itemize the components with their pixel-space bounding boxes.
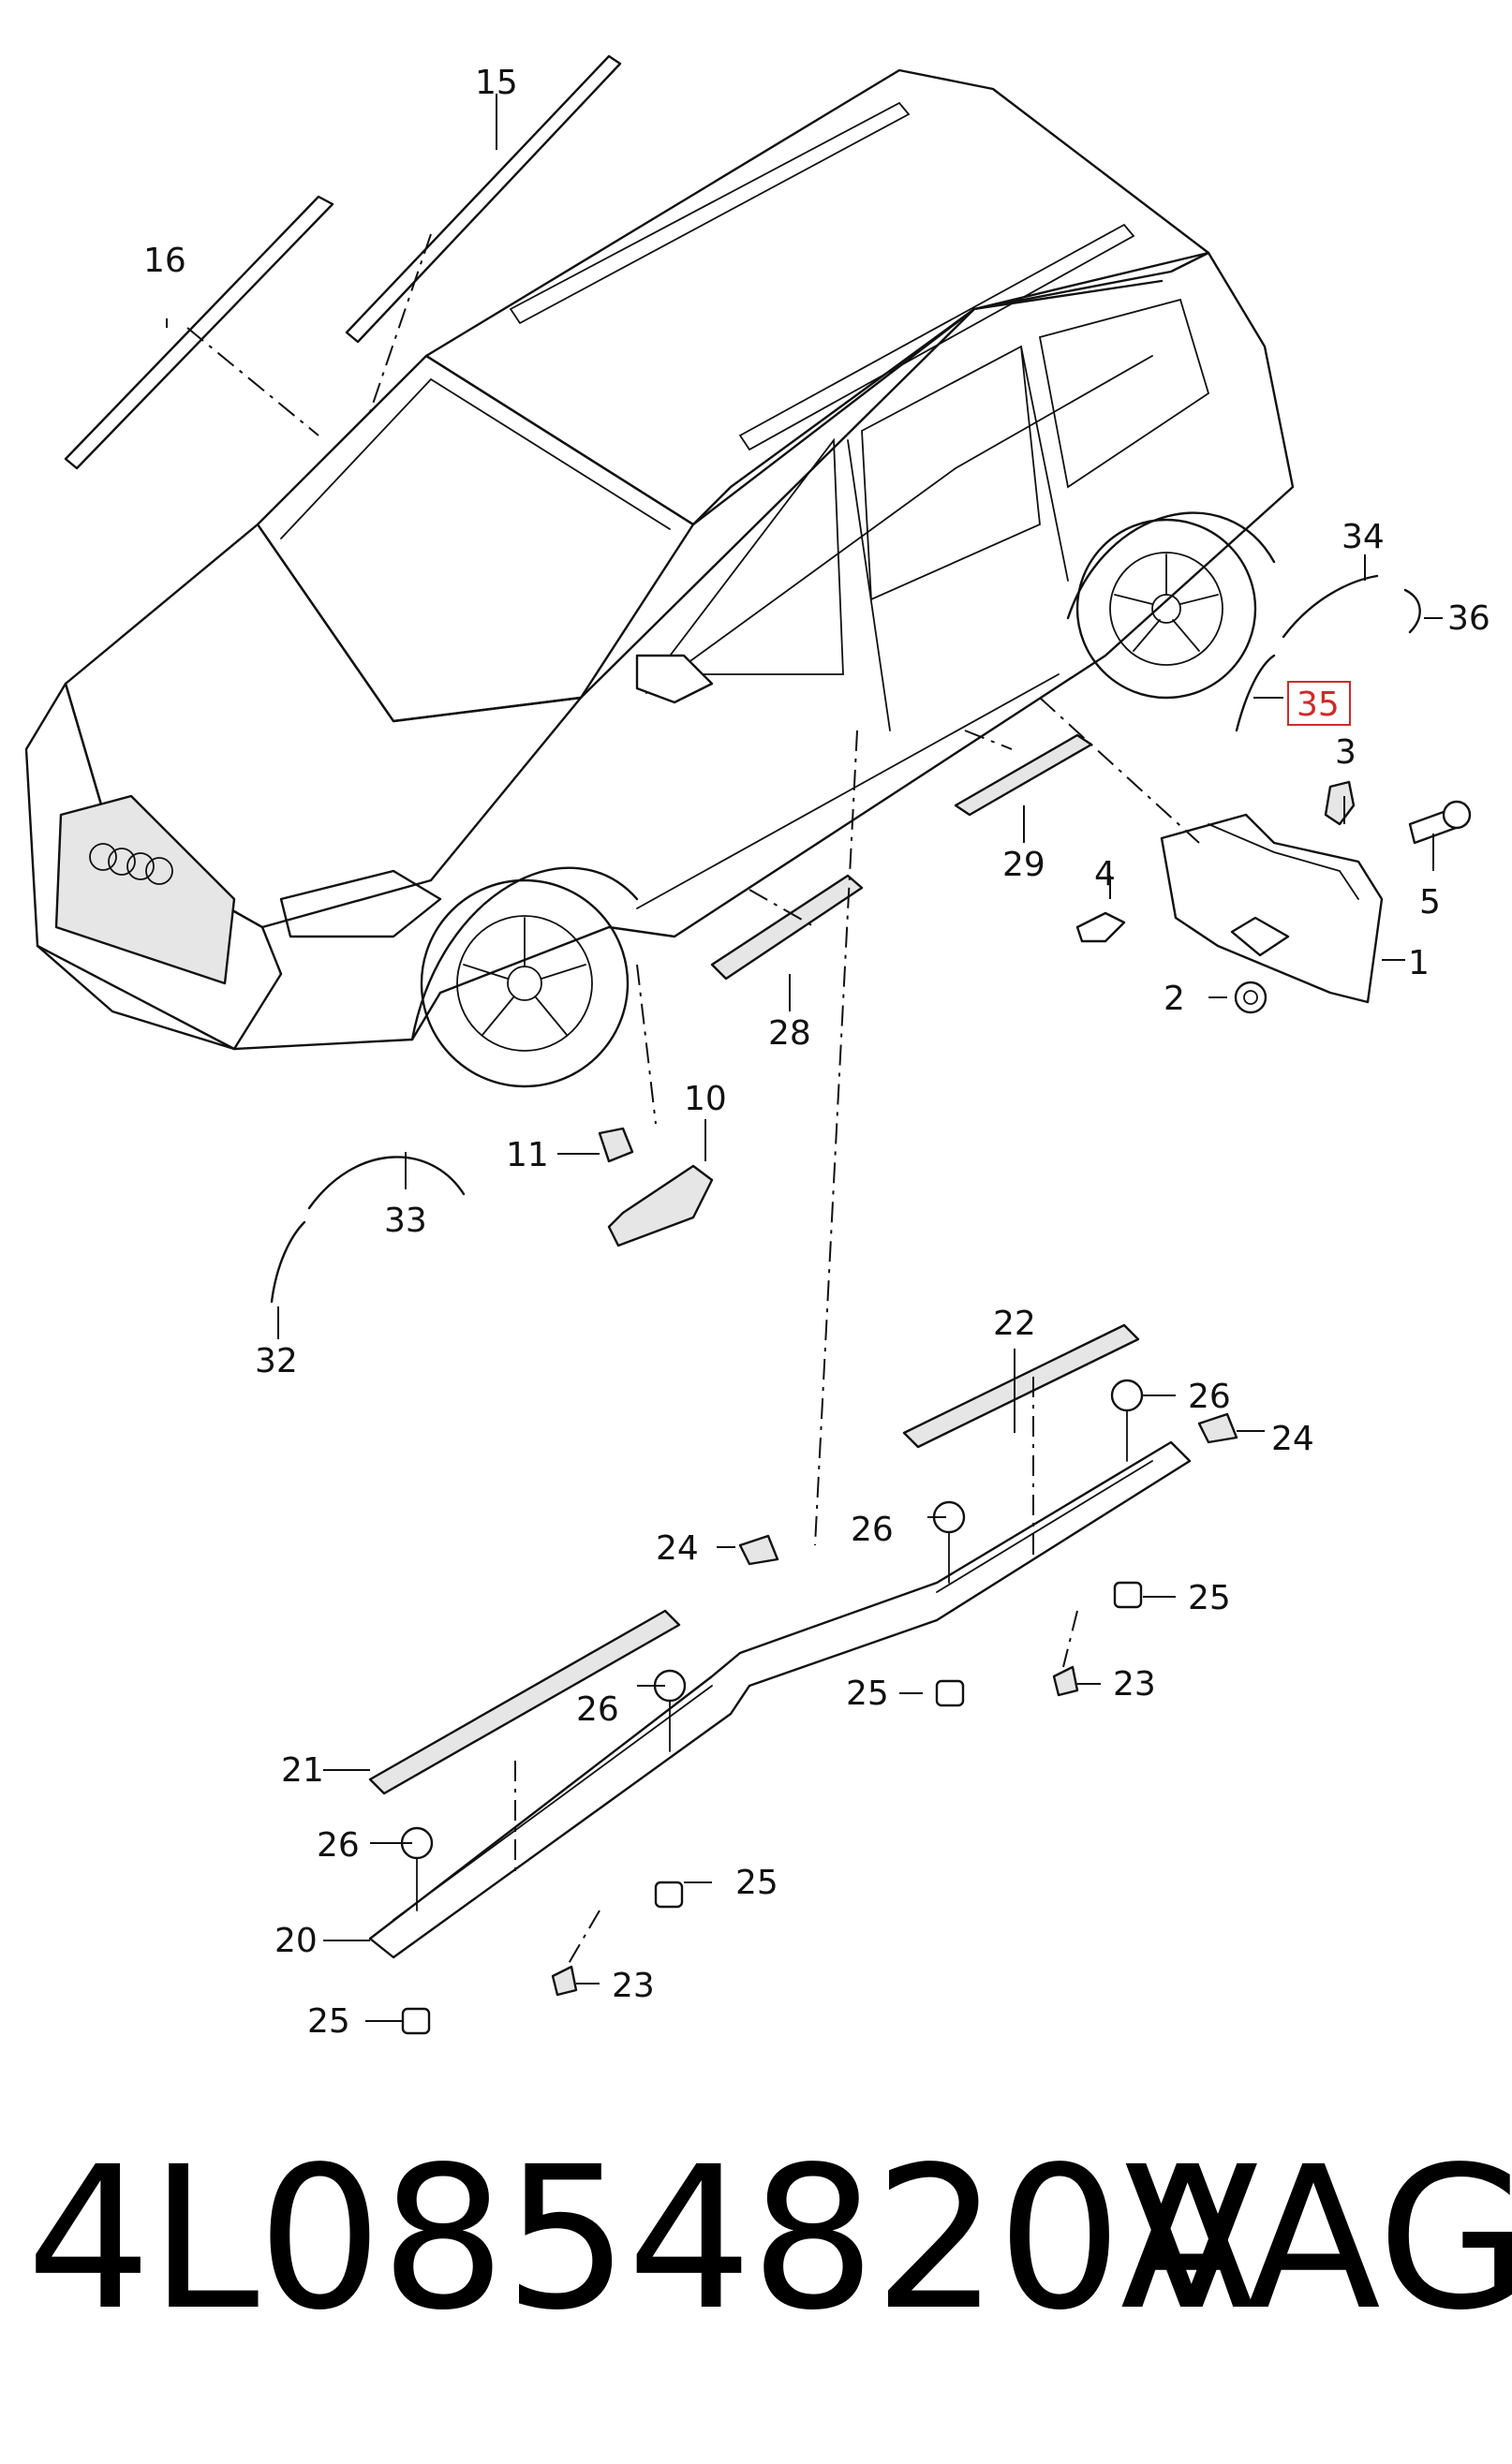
- callout-22: 22: [993, 1305, 1036, 1343]
- part-number: 4L0854820A: [26, 2124, 1255, 2353]
- callout-4: 4: [1094, 855, 1116, 893]
- callout-21: 21: [281, 1751, 324, 1790]
- callout-26d: 26: [317, 1826, 360, 1865]
- callout-32: 32: [255, 1342, 298, 1380]
- roof-moulding-16: [64, 195, 334, 470]
- callout-20: 20: [274, 1922, 318, 1960]
- arch-trim-33: [307, 1156, 466, 1210]
- nut-group-25: [401, 1581, 1143, 2035]
- clip-3: [1324, 780, 1356, 826]
- highlight-box: [1287, 681, 1351, 726]
- callout-16: 16: [143, 242, 186, 280]
- roof-moulding-15: [345, 54, 622, 344]
- sill-plate-28: [710, 874, 864, 981]
- callout-23a: 23: [1113, 1665, 1156, 1704]
- callout-25d: 25: [307, 2002, 350, 2041]
- callout-23b: 23: [612, 1967, 655, 2005]
- callout-25b: 25: [846, 1675, 889, 1713]
- callout-25c: 25: [735, 1864, 778, 1902]
- callout-15: 15: [475, 64, 518, 102]
- arch-trim-36: [1403, 588, 1421, 634]
- arch-trim-35: [1235, 654, 1276, 732]
- callout-labels: 15 16 34 36 35 3 29 4 5 1 2 28 10 11 33 …: [143, 64, 1490, 2041]
- callout-2: 2: [1164, 980, 1185, 1018]
- callout-24b: 24: [656, 1529, 699, 1568]
- callout-29: 29: [1002, 846, 1045, 884]
- sill-plate-22: [902, 1323, 1140, 1449]
- sill-plate-21: [368, 1609, 681, 1795]
- callout-5: 5: [1419, 883, 1441, 922]
- callout-26b: 26: [851, 1511, 894, 1549]
- nut-2: [1234, 981, 1267, 1014]
- callout-26a: 26: [1188, 1378, 1231, 1416]
- sill-panel-assembly: [368, 1323, 1238, 2035]
- callout-3: 3: [1335, 733, 1356, 772]
- callout-34: 34: [1342, 518, 1385, 556]
- vehicle-illustration: [24, 68, 1295, 1088]
- callout-36: 36: [1447, 599, 1490, 638]
- rivet-4: [1075, 911, 1126, 943]
- callout-1: 1: [1408, 944, 1430, 982]
- brand-rings-icon: [89, 843, 173, 885]
- arch-trim-34: [1282, 574, 1379, 639]
- callout-28: 28: [768, 1014, 811, 1053]
- callout-35: 35: [1297, 686, 1340, 724]
- callout-11: 11: [506, 1136, 549, 1174]
- brand-label: VAG: [1124, 2124, 1512, 2353]
- flare-piece-10: [607, 1164, 714, 1247]
- sill-plate-29: [954, 733, 1093, 817]
- callout-33: 33: [384, 1202, 427, 1240]
- mud-flap-assembly: [1075, 780, 1472, 1014]
- callout-24a: 24: [1271, 1420, 1314, 1458]
- callout-10: 10: [684, 1080, 727, 1118]
- callout-25a: 25: [1188, 1579, 1231, 1617]
- callout-26c: 26: [576, 1690, 619, 1729]
- clip-11: [598, 1127, 634, 1163]
- arch-trim-32: [270, 1220, 306, 1304]
